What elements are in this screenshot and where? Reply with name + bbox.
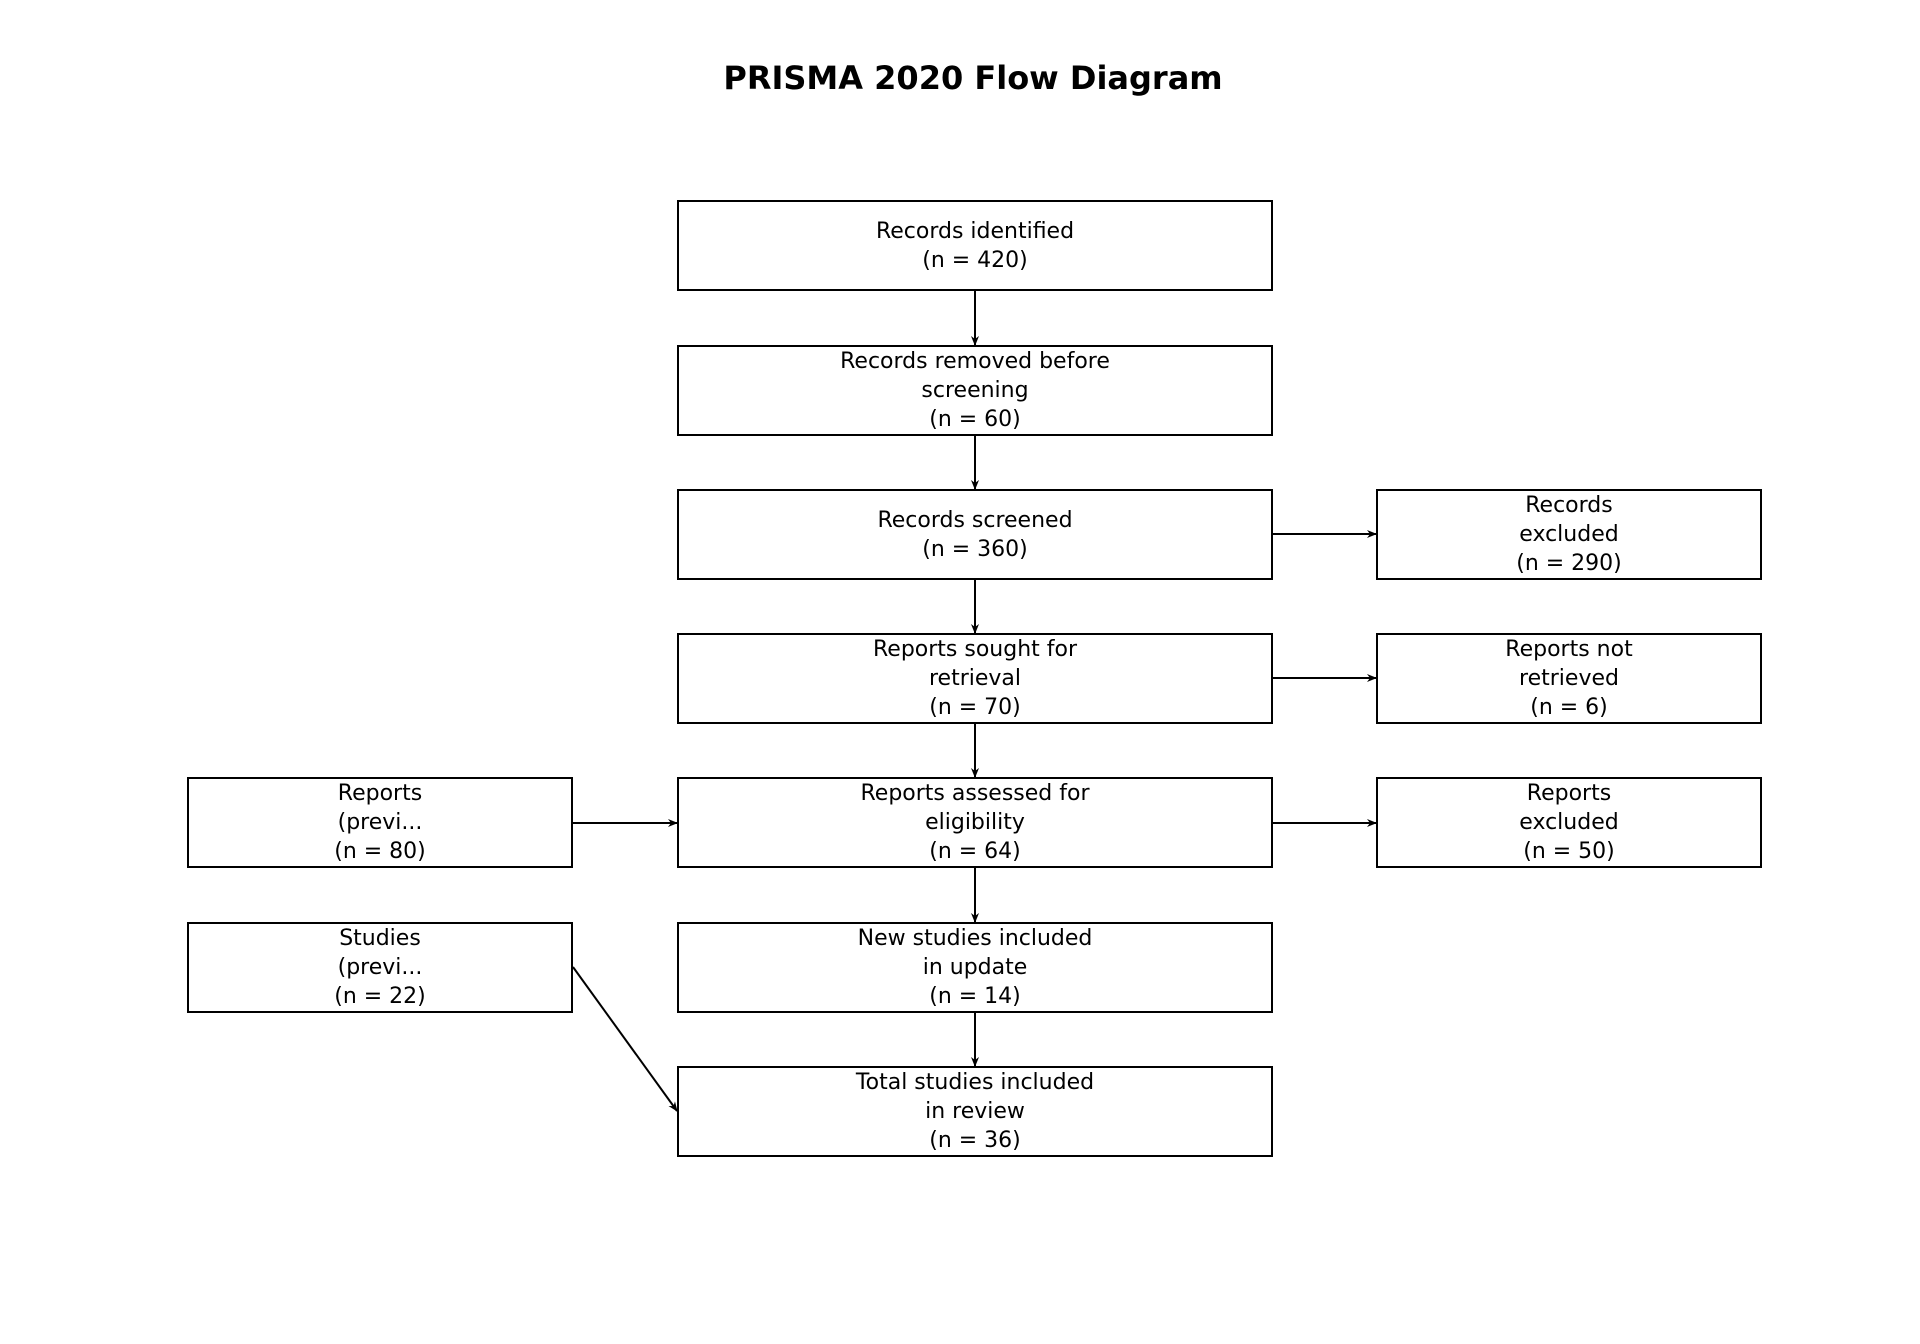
arrow-previous-studies-to-total — [572, 966, 678, 1112]
records-screened-box: Records screened (n = 360) — [677, 489, 1273, 580]
previous-reports-label-line1: Reports — [337, 781, 423, 806]
reports-sought-box: Reports sought for retrieval (n = 70) — [677, 633, 1273, 724]
records-removed-label-line2: screening — [921, 378, 1029, 403]
records-excluded-count: (n = 290) — [1516, 551, 1622, 576]
total-studies-box: Total studies included in review (n = 36… — [677, 1066, 1273, 1157]
records-excluded-label-line1: Records — [1525, 493, 1613, 518]
reports-sought-count: (n = 70) — [929, 695, 1021, 720]
previous-studies-box: Studies (previ... (n = 22) — [187, 922, 573, 1013]
records-identified-count: (n = 420) — [922, 247, 1028, 273]
previous-reports-count: (n = 80) — [334, 839, 426, 864]
reports-assessed-box: Reports assessed for eligibility (n = 64… — [677, 777, 1273, 868]
records-identified-box: Records identified (n = 420) — [677, 200, 1273, 291]
total-studies-count: (n = 36) — [929, 1128, 1021, 1153]
new-studies-box: New studies included in update (n = 14) — [677, 922, 1273, 1013]
reports-excluded-box: Reports excluded (n = 50) — [1376, 777, 1762, 868]
previous-reports-label-line2: (previ... — [337, 810, 423, 835]
reports-not-retrieved-count: (n = 6) — [1530, 695, 1608, 720]
new-studies-count: (n = 14) — [929, 984, 1021, 1009]
reports-not-retrieved-box: Reports not retrieved (n = 6) — [1376, 633, 1762, 724]
total-studies-label-line2: in review — [925, 1099, 1025, 1124]
records-removed-count: (n = 60) — [929, 407, 1021, 432]
reports-assessed-count: (n = 64) — [929, 839, 1021, 864]
reports-excluded-label-line1: Reports — [1526, 781, 1612, 806]
reports-assessed-label-line1: Reports assessed for — [860, 781, 1090, 806]
reports-not-retrieved-label-line2: retrieved — [1519, 666, 1619, 691]
total-studies-label-line1: Total studies included — [855, 1070, 1095, 1095]
records-screened-label: Records screened — [877, 507, 1073, 533]
records-screened-count: (n = 360) — [922, 536, 1028, 562]
records-identified-label: Records identified — [875, 218, 1075, 244]
reports-not-retrieved-label-line1: Reports not — [1505, 637, 1633, 662]
reports-sought-label-line1: Reports sought for — [872, 637, 1078, 662]
records-removed-box: Records removed before screening (n = 60… — [677, 345, 1273, 436]
previous-studies-label-line1: Studies — [339, 926, 421, 951]
previous-reports-box: Reports (previ... (n = 80) — [187, 777, 573, 868]
new-studies-label-line1: New studies included — [857, 926, 1093, 951]
reports-excluded-label-line2: excluded — [1519, 810, 1619, 835]
reports-assessed-label-line2: eligibility — [925, 810, 1025, 835]
new-studies-label-line2: in update — [922, 955, 1028, 980]
reports-excluded-count: (n = 50) — [1523, 839, 1615, 864]
records-removed-label-line1: Records removed before — [840, 349, 1110, 374]
records-excluded-label-line2: excluded — [1519, 522, 1619, 547]
diagram-title: PRISMA 2020 Flow Diagram — [723, 59, 1223, 97]
reports-sought-label-line2: retrieval — [928, 666, 1022, 691]
previous-studies-label-line2: (previ... — [337, 955, 423, 980]
previous-studies-count: (n = 22) — [334, 984, 426, 1009]
records-excluded-box: Records excluded (n = 290) — [1376, 489, 1762, 580]
